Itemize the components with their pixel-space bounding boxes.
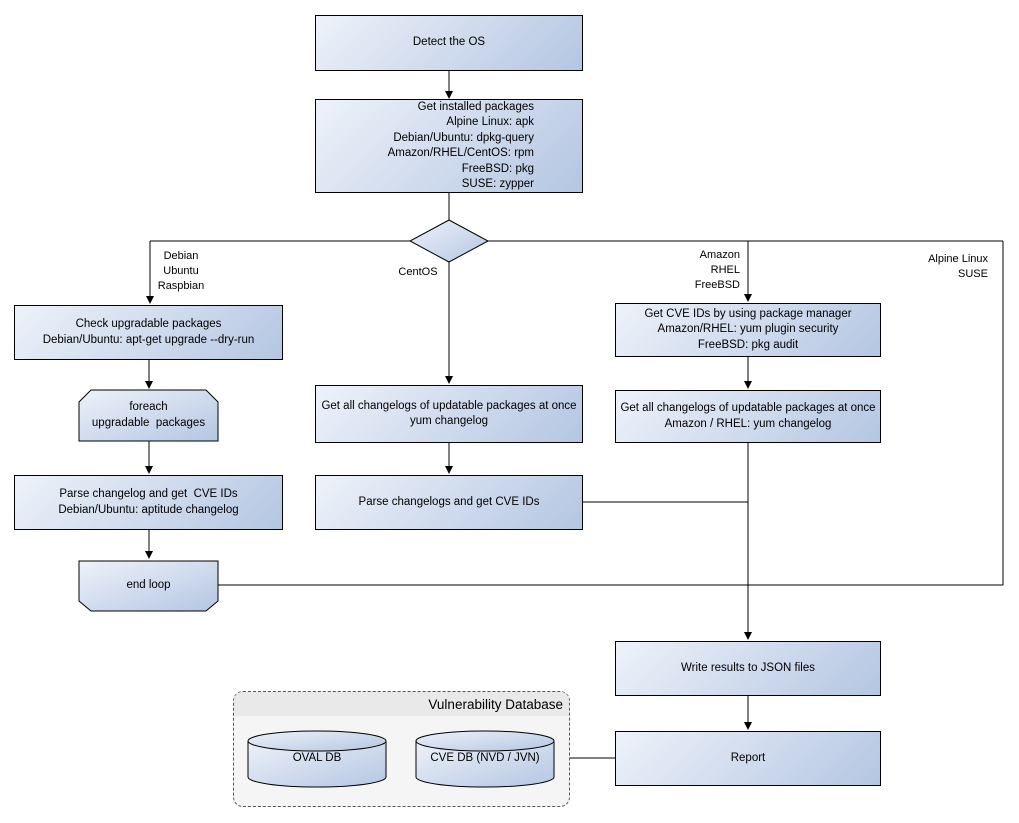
vulnerability-database-title: Vulnerability Database	[428, 696, 563, 712]
cve-db-cylinder	[415, 741, 555, 788]
node-parse-changelog-debian: Parse changelog and get CVE IDs Debian/U…	[14, 475, 283, 530]
node-get-cve-ids-package-manager: Get CVE IDs by using package manager Ama…	[615, 303, 881, 357]
cve-db-cylinder-top	[415, 730, 555, 752]
node-get-changelogs-centos: Get all changelogs of updatable packages…	[315, 385, 583, 443]
os-decision-diamond	[408, 219, 490, 263]
branch-label-debian-ubuntu-raspbian: Debian Ubuntu Raspbian	[157, 250, 205, 292]
node-get-installed-packages: Get installed packages Alpine Linux: apk…	[315, 99, 583, 193]
end-loop-label: end loop	[126, 579, 171, 592]
foreach-loop-label: foreach upgradable packages	[91, 401, 206, 429]
branch-label-centos: CentOS	[398, 266, 438, 278]
node-write-results-json: Write results to JSON files	[615, 641, 881, 696]
node-parse-changelogs-centos: Parse changelogs and get CVE IDs	[315, 475, 583, 530]
oval-db-label: OVAL DB	[292, 751, 342, 764]
cve-db-label: CVE DB (NVD / JVN)	[430, 751, 540, 764]
node-get-changelogs-amazon-rhel: Get all changelogs of updatable packages…	[615, 390, 881, 443]
node-report: Report	[615, 731, 881, 786]
branch-label-amazon-rhel-freebsd: Amazon RHEL FreeBSD	[694, 249, 740, 291]
node-check-upgradable-packages: Check upgradable packages Debian/Ubuntu:…	[14, 305, 283, 360]
branch-label-alpine-suse: Alpine Linux SUSE	[928, 253, 988, 280]
oval-db-cylinder	[247, 741, 387, 788]
foreach-loop-shape	[78, 389, 219, 442]
end-loop-shape	[78, 560, 219, 612]
node-detect-os: Detect the OS	[315, 15, 583, 71]
vulnerability-database-header: Vulnerability Database	[234, 692, 569, 716]
oval-db-cylinder-top	[247, 730, 387, 752]
